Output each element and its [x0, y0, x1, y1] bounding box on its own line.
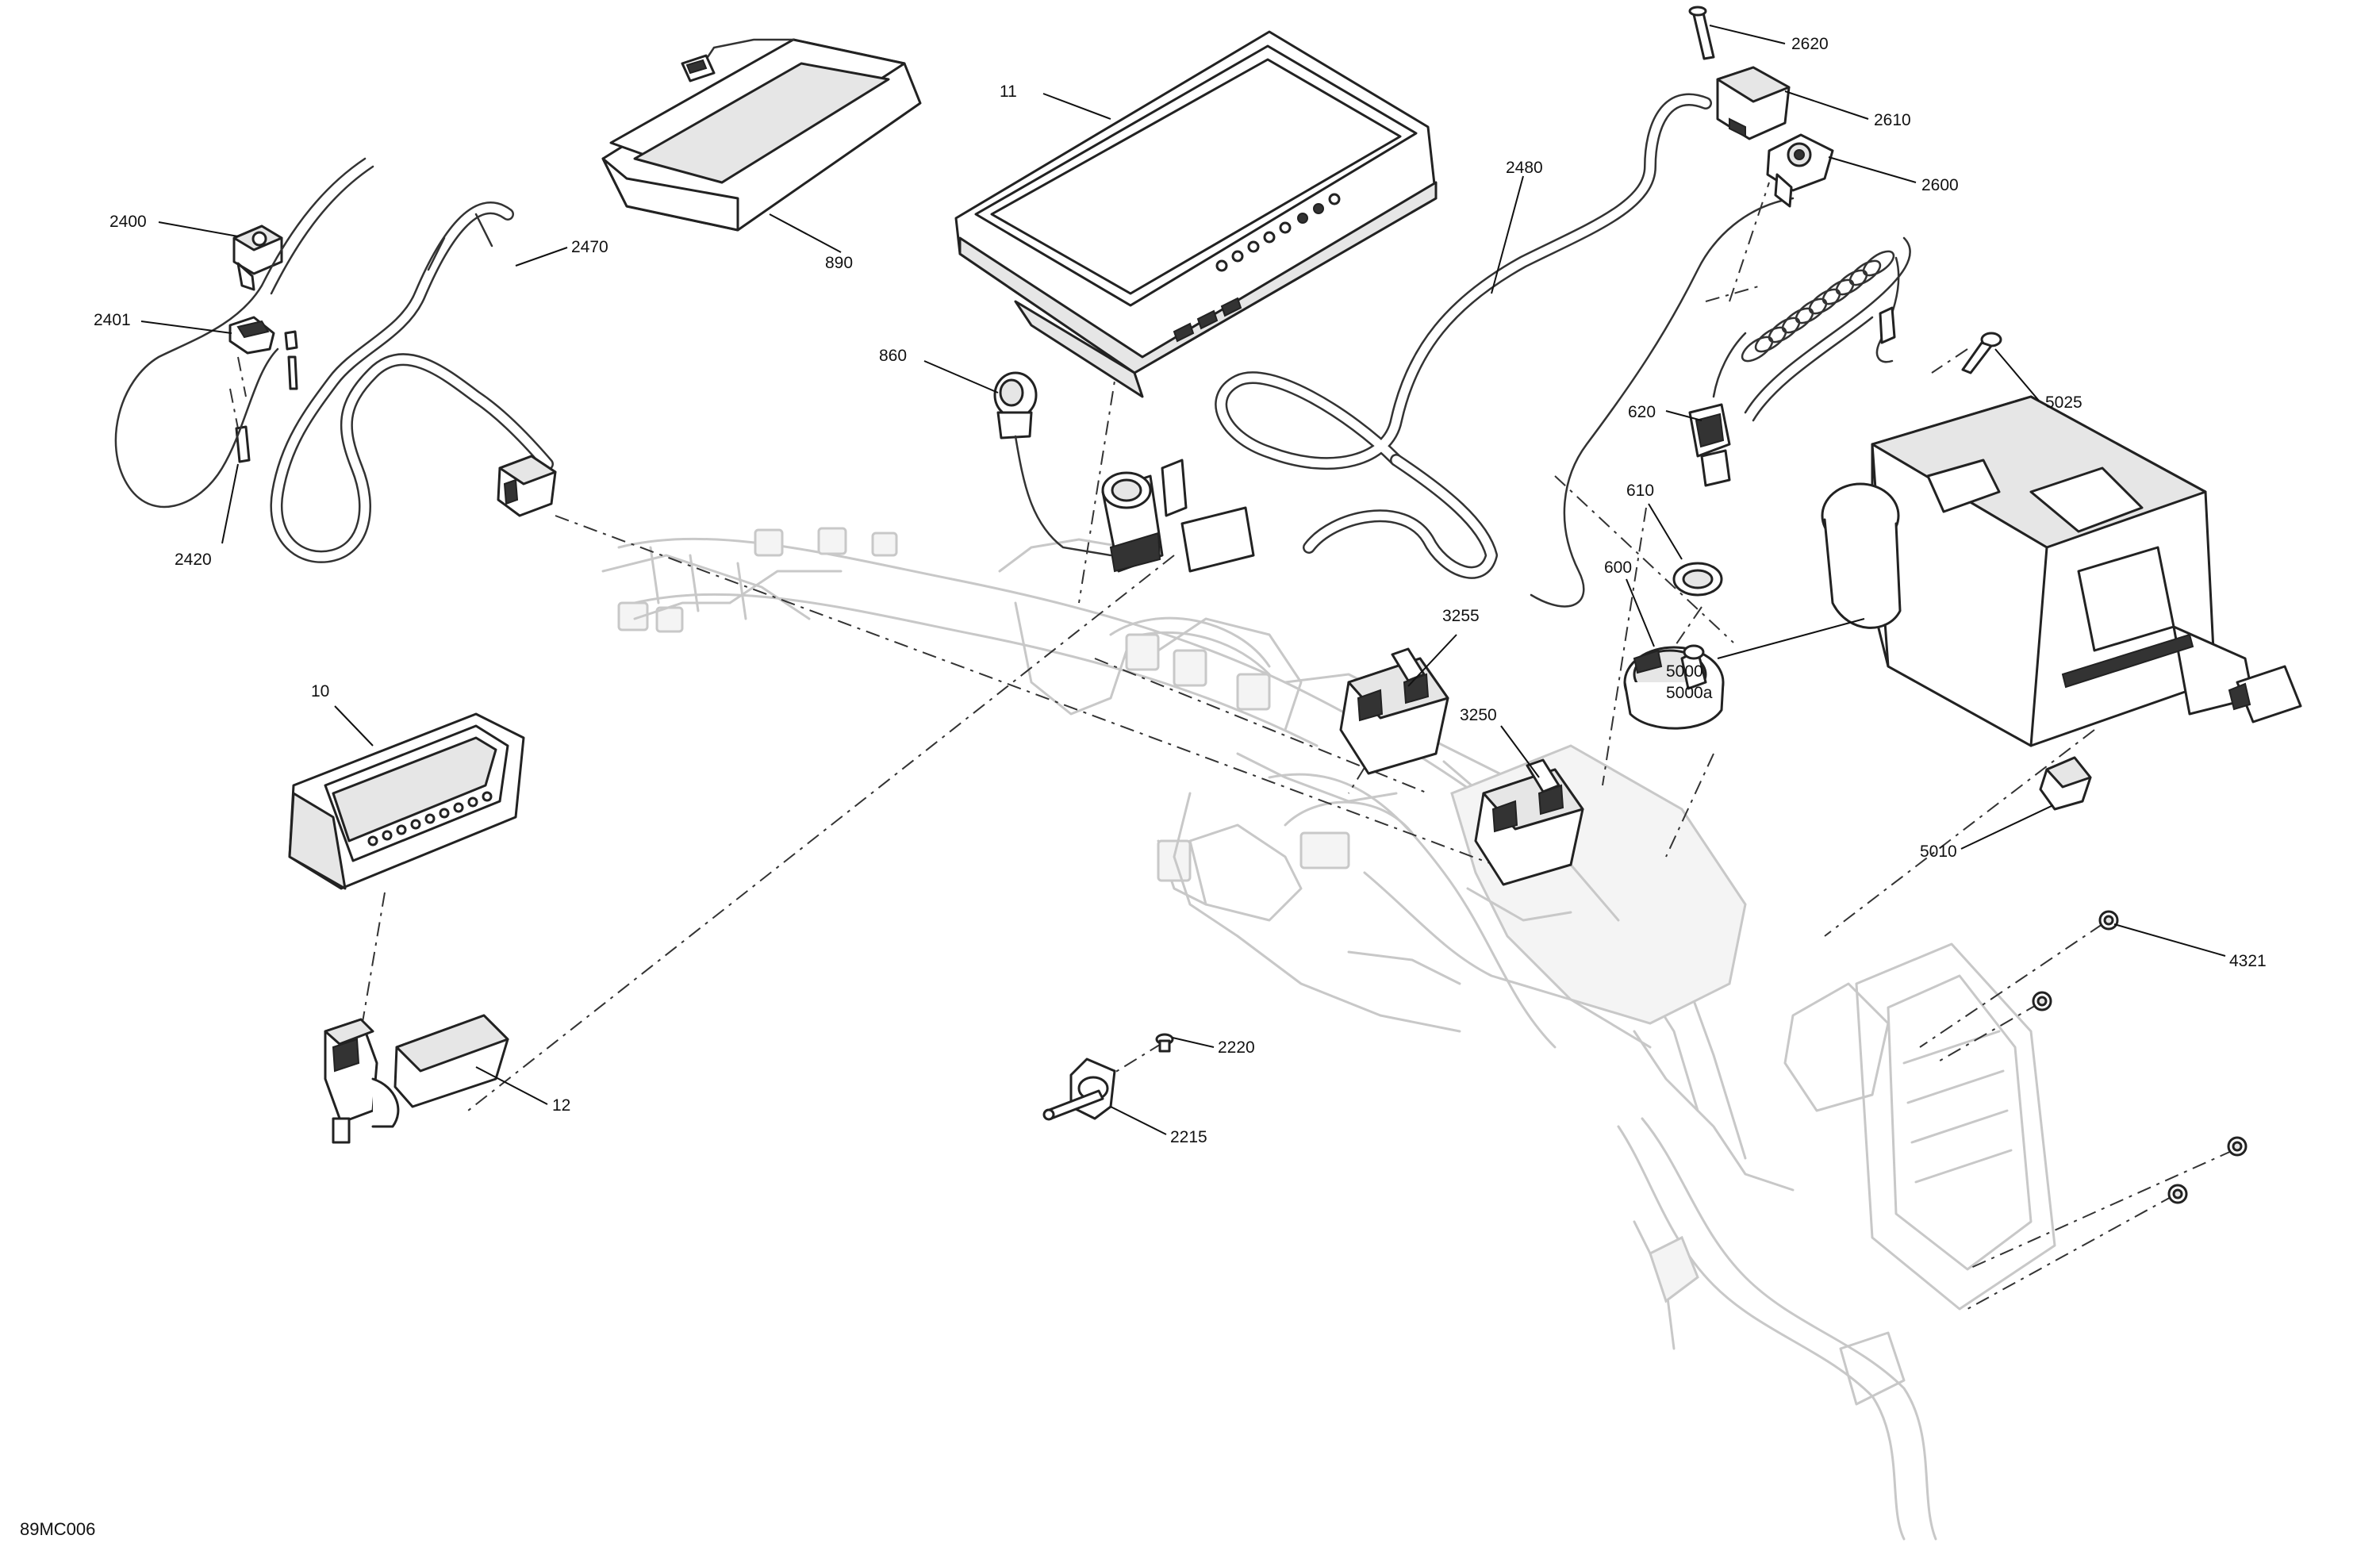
callout-610: 610	[1626, 482, 1654, 500]
display-buttons-row	[1215, 193, 1341, 272]
part-5025-bolt	[1961, 332, 2002, 374]
callout-2480: 2480	[1506, 159, 1543, 177]
callout-5000: 5000	[1666, 662, 1703, 681]
callout-labels: 2400 2401 2420 2470 890 11 860 2480 2620…	[94, 35, 2267, 1146]
part-2620-screw	[1688, 6, 1715, 60]
ghost-harness-mid	[998, 538, 1461, 985]
part-4321-nuts	[2032, 910, 2248, 1204]
callout-10: 10	[311, 682, 329, 700]
callout-2220: 2220	[1218, 1038, 1255, 1057]
callout-5025: 5025	[2045, 393, 2082, 412]
callout-2401: 2401	[94, 311, 131, 329]
ghost-connectors-left	[617, 527, 1350, 882]
part-11-display	[954, 30, 1438, 398]
callout-2420: 2420	[175, 551, 212, 569]
part-600-receptacle	[1623, 644, 1725, 730]
part-2470-connector	[497, 455, 557, 517]
part-620-coiled-lanyard	[1688, 236, 1911, 487]
part-2610-housing	[1716, 66, 1791, 140]
part-2600-key-switch	[1766, 133, 1834, 208]
callout-860: 860	[879, 347, 907, 365]
callout-5010: 5010	[1920, 843, 1957, 861]
callout-12: 12	[552, 1096, 570, 1115]
part-3250-switch	[1474, 758, 1584, 886]
callout-620: 620	[1628, 403, 1656, 421]
figure-code: 89MC006	[20, 1519, 95, 1539]
part-10-gauge	[288, 712, 525, 890]
part-2400-switch	[232, 225, 283, 291]
callout-11: 11	[1000, 83, 1017, 101]
part-2401-bracket	[228, 316, 298, 355]
callout-4321: 4321	[2229, 952, 2267, 970]
callout-600: 600	[1604, 558, 1632, 577]
part-860-socket	[993, 371, 1112, 557]
part-5000-control-module	[1821, 395, 2302, 747]
gauge-led-row	[367, 791, 493, 846]
callout-2470: 2470	[571, 238, 608, 256]
callout-2620: 2620	[1791, 35, 1829, 53]
part-890-pouch	[601, 38, 922, 232]
part-2420-pin	[235, 355, 298, 463]
callout-2215: 2215	[1170, 1128, 1207, 1146]
alignment-lines	[229, 182, 2234, 1310]
part-5010-cap	[2039, 756, 2092, 811]
lanyard-coils	[1741, 250, 1895, 363]
part-2480-cable	[1215, 93, 1795, 608]
part-2215-sensor	[1042, 1057, 1116, 1121]
part-3255-switch	[1339, 647, 1449, 775]
part-12-connectors	[324, 1014, 509, 1144]
part-2470-tether-cable	[114, 157, 554, 563]
callout-2600: 2600	[1921, 176, 1959, 194]
leader-lines	[140, 25, 2226, 1135]
callout-2610: 2610	[1874, 111, 1911, 129]
callout-2400: 2400	[109, 213, 147, 231]
part-2220-screw	[1155, 1033, 1174, 1053]
part-860-plug-assembly	[1101, 459, 1255, 573]
callout-890: 890	[825, 254, 853, 272]
callout-5000a: 5000a	[1666, 684, 1713, 702]
callout-3250: 3250	[1460, 706, 1497, 724]
ghost-frame-and-harness	[601, 537, 2056, 1541]
part-610-ring	[1672, 562, 1723, 597]
callout-3255: 3255	[1442, 607, 1480, 625]
